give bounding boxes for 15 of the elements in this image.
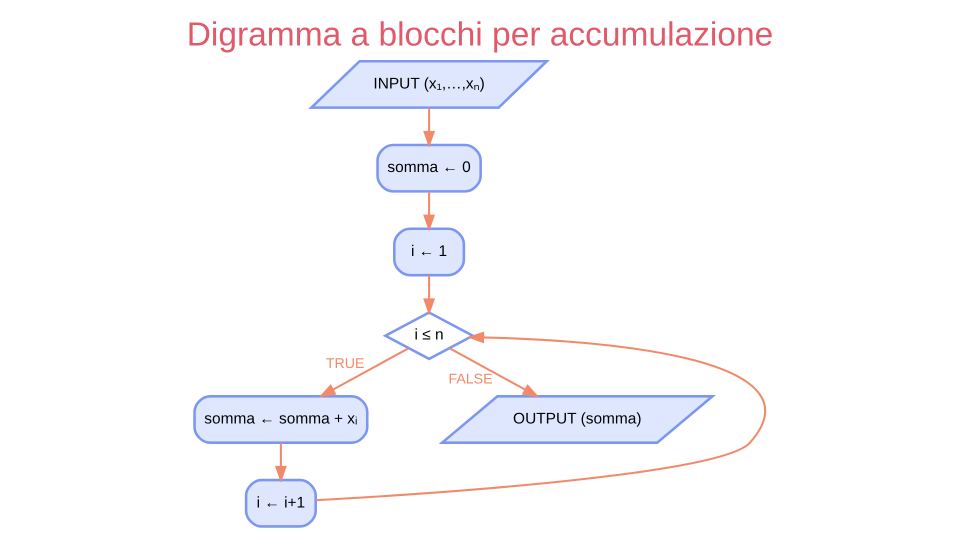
arrow bbox=[318, 347, 409, 398]
node-box: somma ← 0 bbox=[376, 144, 482, 193]
arrow bbox=[423, 108, 436, 148]
node-box: i ← i+1 bbox=[244, 478, 317, 528]
node-box: i ← 1 bbox=[393, 227, 466, 276]
arrow bbox=[316, 331, 766, 502]
edge-label: FALSE bbox=[448, 371, 493, 388]
arrow bbox=[423, 192, 436, 232]
arrow bbox=[274, 442, 287, 483]
diagram-title: Digramma a blocchi per accumulazione bbox=[186, 16, 774, 54]
node-box: somma ← somma + xᵢ bbox=[193, 395, 369, 444]
arrow bbox=[423, 275, 436, 316]
arrow bbox=[449, 347, 540, 398]
node-diamond: i ≤ n bbox=[382, 311, 476, 360]
edge-label: TRUE bbox=[326, 356, 364, 372]
